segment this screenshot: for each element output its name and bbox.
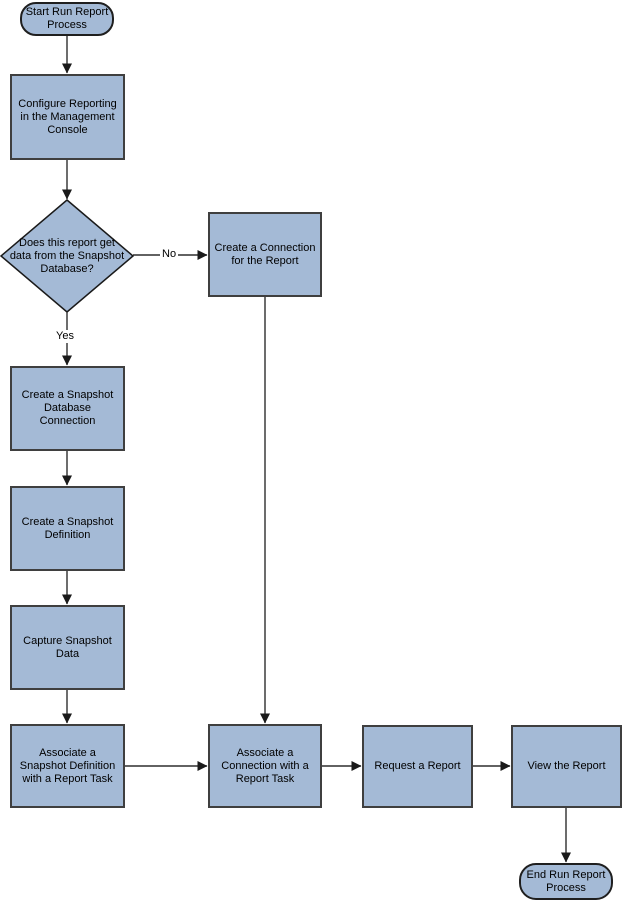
process-capture-snapshot-data-label: Capture Snapshot Data [23,634,112,660]
start-terminator-label: Start Run Report Process [25,6,109,31]
process-associate-snapshot-definition-label: Associate a Snapshot Definition with a R… [19,746,116,785]
process-associate-connection: Associate a Connection with a Report Tas… [208,724,322,808]
process-create-connection-label: Create a Connection for the Report [214,241,316,267]
process-view-report: View the Report [511,725,622,808]
process-capture-snapshot-data: Capture Snapshot Data [10,605,125,690]
process-create-snapshot-definition-label: Create a Snapshot Definition [21,515,114,541]
process-create-connection: Create a Connection for the Report [208,212,322,297]
process-create-snapshot-database-connection-label: Create a Snapshot Database Connection [21,389,114,427]
process-configure-reporting-label: Configure Reporting in the Management Co… [18,97,117,136]
process-view-report-label: View the Report [527,760,606,772]
process-associate-snapshot-definition: Associate a Snapshot Definition with a R… [10,724,125,808]
process-create-snapshot-database-connection: Create a Snapshot Database Connection [10,366,125,451]
end-terminator: End Run Report Process [519,863,613,900]
process-request-report: Request a Report [362,725,473,808]
decision-snapshot-database-label: Does this report get data from the Snaps… [9,236,125,275]
process-configure-reporting: Configure Reporting in the Management Co… [10,74,125,160]
edge-label-no: No [160,248,179,261]
process-create-snapshot-definition: Create a Snapshot Definition [10,486,125,571]
decision-snapshot-database: Does this report get data from the Snaps… [7,212,127,300]
end-terminator-label: End Run Report Process [526,868,606,894]
process-associate-connection-label: Associate a Connection with a Report Tas… [221,746,309,785]
start-terminator: Start Run Report Process [20,2,114,36]
edge-label-yes: Yes [54,330,76,343]
process-request-report-label: Request a Report [374,760,461,772]
